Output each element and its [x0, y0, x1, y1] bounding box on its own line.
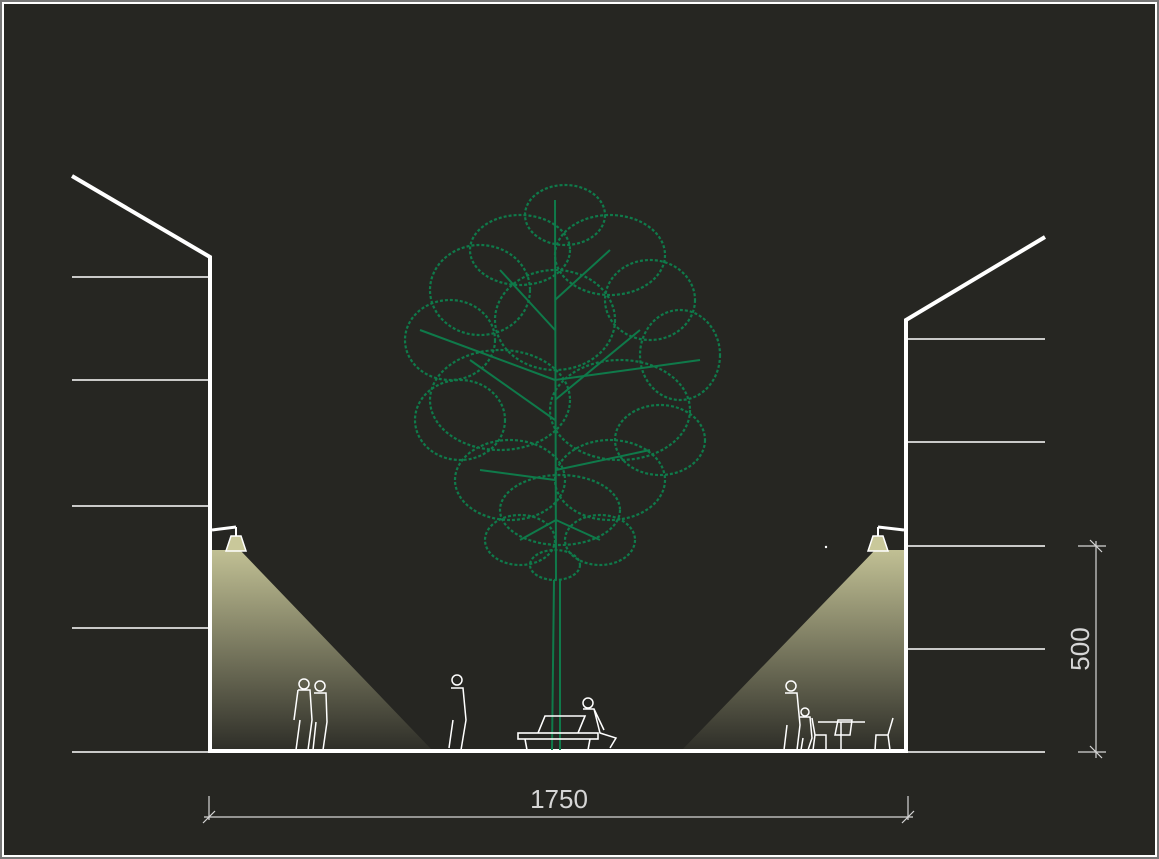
light-beam-left [212, 550, 432, 750]
tree [403, 183, 722, 751]
bench [517, 715, 599, 751]
street-lamp-right [866, 525, 905, 552]
height-label: 500 [1065, 627, 1095, 670]
right-building [904, 235, 1047, 753]
pedestrians [293, 674, 813, 751]
width-label: 1750 [530, 784, 588, 814]
background [4, 4, 1155, 855]
width-dimension [202, 796, 915, 824]
left-building [70, 174, 212, 753]
height-dimension [1078, 539, 1106, 759]
street-lamp-left [211, 525, 248, 552]
marker-dot [824, 545, 828, 549]
cafe-table [811, 717, 894, 751]
light-beam-right [682, 550, 905, 750]
